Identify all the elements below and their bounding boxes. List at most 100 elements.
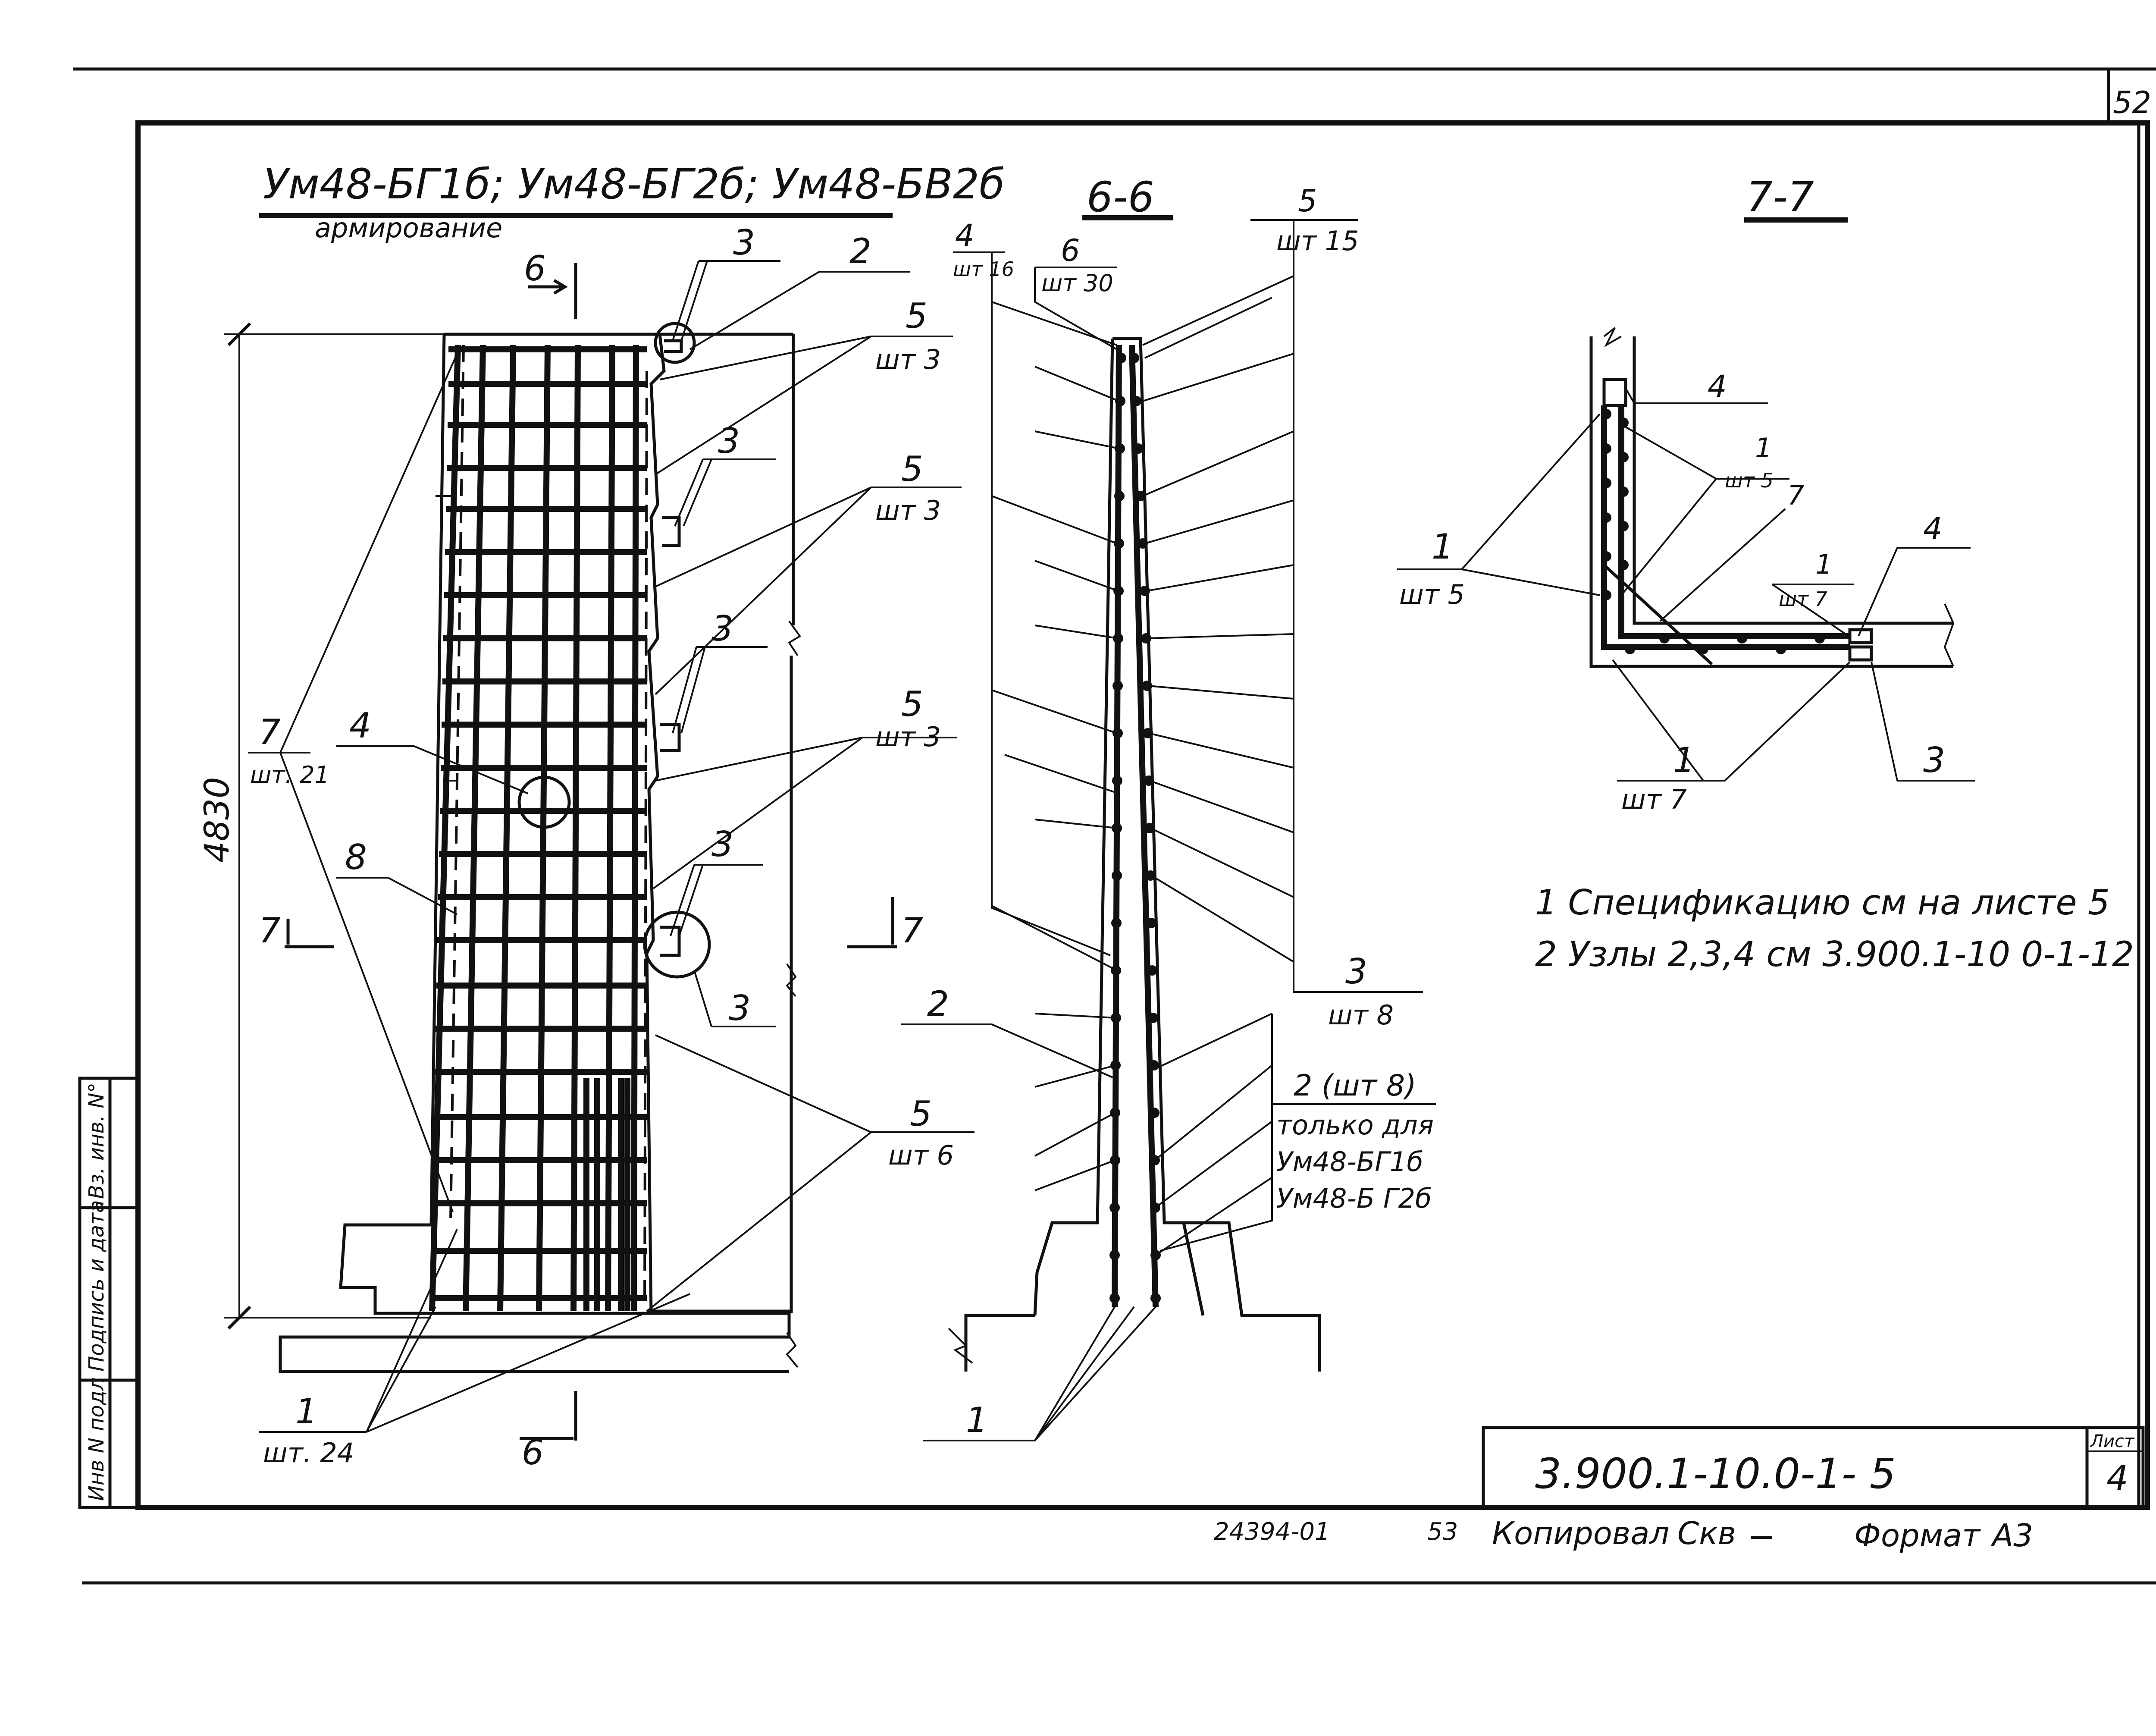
svg-text:3: 3	[729, 988, 751, 1028]
section-7-7: 7-7 4	[1397, 173, 1975, 815]
s7-callout-4-top: 4	[1708, 369, 1727, 404]
callout-3-b: 3	[674, 421, 776, 527]
footer-page: 53	[1427, 1518, 1458, 1546]
s6-note-line-1: только для	[1276, 1109, 1434, 1141]
callout-5-b: 5 шт 3	[655, 449, 962, 695]
title-block: 3.900.1-10.0-1- 5 Лист 4	[1482, 1426, 2145, 1509]
s7-callout-3: 3	[1923, 740, 1945, 780]
callout-5-d: 5 шт 6	[646, 1034, 975, 1312]
svg-text:6: 6	[524, 248, 546, 289]
callout-7-main: 7 шт. 21	[248, 353, 458, 1212]
section-mark-6-top: 6	[524, 248, 577, 319]
s7-callout-1b-num: 1	[1432, 527, 1454, 567]
s7-callout-1a-qty: шт 5	[1725, 469, 1774, 492]
svg-text:5: 5	[901, 449, 923, 489]
stamp-inv-no: Инв N подл	[85, 1377, 109, 1501]
section-7-title: 7-7	[1746, 173, 1814, 221]
main-view-title: Ум48-БГ1б; Ум48-БГ2б; Ум48-БВ2б	[263, 160, 1005, 208]
s6-callout-6-num: 6	[1061, 233, 1080, 268]
section-7-bar-dots	[1601, 409, 1825, 654]
callout-5-c: 5 шт 3	[652, 684, 957, 889]
svg-text:шт 3: шт 3	[875, 344, 941, 375]
rebar-cage	[429, 345, 648, 1312]
callout-3-top: 3	[672, 223, 780, 341]
footer-copied-label: Копировал	[1492, 1515, 1669, 1551]
dimension-height: 4830	[198, 777, 237, 863]
s6-callout-6-qty: шт 30	[1041, 270, 1113, 297]
node-4-circle	[517, 775, 571, 829]
svg-text:7: 7	[259, 910, 281, 951]
section-6-title: 6-6	[1087, 173, 1154, 221]
s6-callout-2-num: 2	[927, 984, 949, 1024]
svg-text:5: 5	[901, 684, 923, 724]
s6-callout-3-qty: шт 8	[1328, 999, 1394, 1031]
note-1: 1 Спецификацию см на листе 5	[1535, 882, 2110, 923]
svg-text:шт. 24: шт. 24	[263, 1437, 354, 1469]
note-2: 2 Узлы 2,3,4 см 3.900.1-10 0-1-12	[1535, 934, 2134, 974]
svg-text:3: 3	[733, 223, 755, 263]
section-mark-6-bottom: 6	[520, 1391, 577, 1472]
svg-text:шт 6: шт 6	[888, 1140, 954, 1171]
title-block-code: 3.900.1-10.0-1- 5	[1535, 1450, 1896, 1498]
callout-5-a: 5 шт 3	[655, 296, 953, 475]
node-3-circle-top	[654, 322, 696, 364]
svg-text:6: 6	[522, 1432, 544, 1472]
s6-note-line-3: Ум48-Б Г2б	[1276, 1183, 1432, 1214]
footer-archive-number: 24394-01	[1214, 1518, 1330, 1546]
svg-text:3: 3	[711, 824, 733, 864]
svg-text:5: 5	[910, 1094, 932, 1134]
s7-callout-1c-qty: шт 7	[1779, 587, 1827, 611]
callout-3-d: 3	[670, 824, 763, 936]
main-elevation: 4830	[198, 223, 975, 1472]
svg-text:1: 1	[295, 1391, 317, 1431]
stamp-vz-inv: Вз. инв. N°	[85, 1083, 109, 1199]
section-6-6: 6-6	[901, 173, 1436, 1441]
svg-text:8: 8	[345, 837, 367, 877]
svg-text:2: 2	[849, 231, 871, 271]
stamp-signature-date: Подпись и дата	[85, 1200, 109, 1372]
svg-text:7: 7	[259, 712, 281, 752]
title-block-sheet-label: Лист	[2090, 1431, 2135, 1451]
s6-note-line-2: Ум48-БГ1б	[1276, 1146, 1423, 1177]
callout-2-top: 2	[689, 231, 910, 350]
footer-format-label: Формат	[1854, 1517, 1981, 1554]
s7-callout-1d-qty: шт 7	[1621, 784, 1687, 815]
s6-callout-4-num: 4	[955, 218, 975, 253]
svg-text:4: 4	[349, 706, 371, 746]
footer-format-value: А3	[1990, 1517, 2033, 1554]
s7-callout-4-right: 4	[1923, 511, 1943, 546]
s7-callout-1d-num: 1	[1673, 740, 1695, 780]
footer: 24394-01 53 Копировал Скв Формат А3	[1214, 1515, 2033, 1554]
svg-text:3: 3	[711, 609, 733, 649]
s6-callout-3-num: 3	[1345, 951, 1367, 992]
callout-1-main: 1 шт. 24	[259, 1229, 690, 1469]
s6-note-callout: 2 (шт 8)	[1294, 1069, 1416, 1103]
main-view-subtitle: армирование	[315, 212, 502, 244]
svg-text:3: 3	[718, 421, 740, 461]
svg-text:шт. 21: шт. 21	[250, 761, 329, 788]
s7-callout-1a-num: 1	[1755, 432, 1772, 464]
section-mark-7-left: 7	[259, 910, 334, 951]
svg-text:5: 5	[906, 296, 928, 336]
callout-3-c: 3	[672, 609, 768, 734]
s6-callout-4-qty: шт 16	[953, 257, 1014, 281]
svg-text:7: 7	[901, 910, 923, 951]
s7-extra-mark: 7	[1787, 480, 1804, 511]
s6-callout-5-qty: шт 15	[1276, 225, 1359, 257]
section-6-leaders	[901, 219, 1423, 1441]
s7-callout-1c-num: 1	[1815, 549, 1832, 580]
callout-4-main: 4	[336, 706, 529, 794]
callout-3-e: 3	[693, 970, 776, 1028]
sheet-number: 52	[2113, 85, 2151, 120]
sheet-frame	[73, 67, 2156, 1585]
title-block-sheet-value: 4	[2106, 1458, 2128, 1498]
s6-callout-1-num: 1	[966, 1400, 988, 1440]
side-stamp: Инв N подл Подпись и дата Вз. инв. N°	[78, 1077, 140, 1509]
callout-8-main: 8	[336, 837, 458, 915]
node-3-circle-lower	[643, 910, 711, 979]
s6-callout-5-num: 5	[1298, 183, 1317, 219]
svg-text:шт 3: шт 3	[875, 495, 941, 526]
section-mark-7-right: 7	[847, 897, 923, 951]
footer-copied-signature: Скв	[1677, 1515, 1736, 1551]
